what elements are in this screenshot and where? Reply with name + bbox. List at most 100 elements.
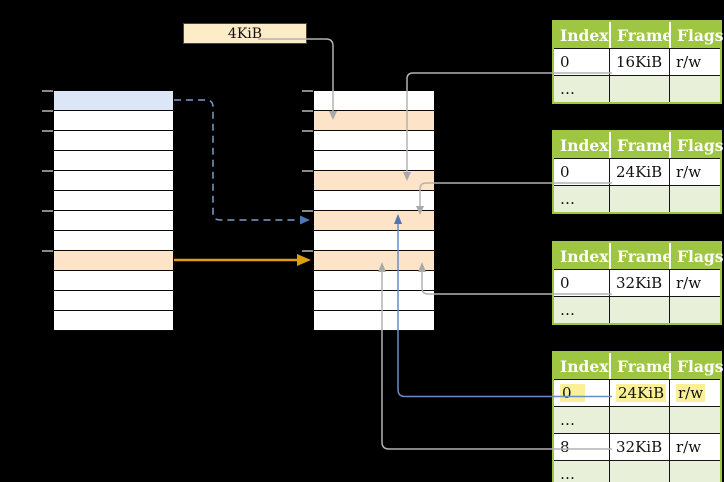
table-cell [609,407,669,433]
virtual-memory-row-7 [54,231,173,251]
virtual-memory-row-11 [54,311,173,331]
table-cell [669,186,720,212]
physical-memory-row-5 [314,191,434,211]
physical-memory-row-0 [314,91,434,111]
virtual-memory-row-2 [54,131,173,151]
table-row: … [554,460,720,482]
table-cell: 0 [554,270,609,296]
page-size-text: 4KiB [227,25,263,42]
physical-memory-column [302,90,435,332]
table-cell [609,186,669,212]
physical-tick-mark [302,130,313,132]
physical-memory-row-9 [314,271,434,291]
virtual-memory-column [42,90,174,332]
table-cell: r/w [669,49,720,75]
physical-tick-mark [302,250,313,252]
physical-memory-row-6 [314,211,434,231]
table-header-cell: Frame [609,22,672,48]
table-cell: 32KiB [609,270,669,296]
virtual-memory-row-8 [54,251,173,271]
table-cell: … [554,76,609,102]
physical-memory-row-2 [314,131,434,151]
table-header-cell: Flags [669,132,724,158]
table-cell: … [554,461,609,482]
arrow-virtual-blue-to-frame [174,99,299,221]
table-cell [669,297,720,323]
table-cell: 8 [554,434,609,460]
table-cell: r/w [669,434,720,460]
virtual-memory-row-3 [54,151,173,171]
table-cell: r/w [669,380,720,406]
virtual-tick-mark [42,250,53,252]
physical-tick-mark [302,170,313,172]
table-header-cell: Index [554,243,609,269]
physical-memory-row-10 [314,291,434,311]
virtual-memory-row-9 [54,271,173,291]
table-cell: r/w [669,159,720,185]
page-size-label: 4KiB [183,23,307,44]
table-cell [669,407,720,433]
table-cell: 32KiB [609,434,669,460]
arrowhead-virtual-blue-icon [300,215,310,225]
virtual-memory-row-6 [54,211,173,231]
physical-memory-row-8 [314,251,434,271]
virtual-tick-mark [42,90,53,92]
table-cell: 0 [554,49,609,75]
physical-tick-mark [302,210,313,212]
table-cell [609,461,669,482]
table-row: … [554,296,720,323]
physical-memory-row-4 [314,171,434,191]
physical-tick-mark [302,110,313,112]
virtual-memory-row-4 [54,171,173,191]
table-cell: … [554,297,609,323]
table-header-cell: Frame [609,243,672,269]
table-row: … [554,406,720,433]
physical-memory-row-3 [314,151,434,171]
table-cell: 24KiB [609,159,669,185]
table-cell: 0 [554,159,609,185]
table-cell [609,297,669,323]
table-cell [609,76,669,102]
table-cell [669,76,720,102]
table-cell [669,461,720,482]
physical-memory-row-11 [314,311,434,331]
virtual-tick-mark [42,110,53,112]
table-header-cell: Index [554,353,609,379]
table-header-cell: Flags [669,243,724,269]
table-cell: 0 [554,380,609,406]
table-header-cell: Frame [609,132,672,158]
table-cell: … [554,186,609,212]
table-cell: r/w [669,270,720,296]
virtual-tick-mark [42,210,53,212]
table-header-cell: Index [554,132,609,158]
virtual-memory-row-0 [54,91,173,111]
highlighted-value: r/w [676,384,706,402]
highlighted-value: 0 [560,384,585,402]
table-row: … [554,75,720,102]
physical-tick-mark [302,90,313,92]
virtual-tick-mark [42,170,53,172]
arrowhead-virtual-orange-icon [297,254,311,266]
virtual-tick-mark [42,130,53,132]
physical-memory-row-7 [314,231,434,251]
virtual-memory-row-5 [54,191,173,211]
table-header-cell: Flags [669,353,724,379]
table-header-cell: Frame [609,353,672,379]
table-cell: 16KiB [609,49,669,75]
table-row: … [554,185,720,212]
virtual-memory-row-1 [54,111,173,131]
table-cell: … [554,407,609,433]
